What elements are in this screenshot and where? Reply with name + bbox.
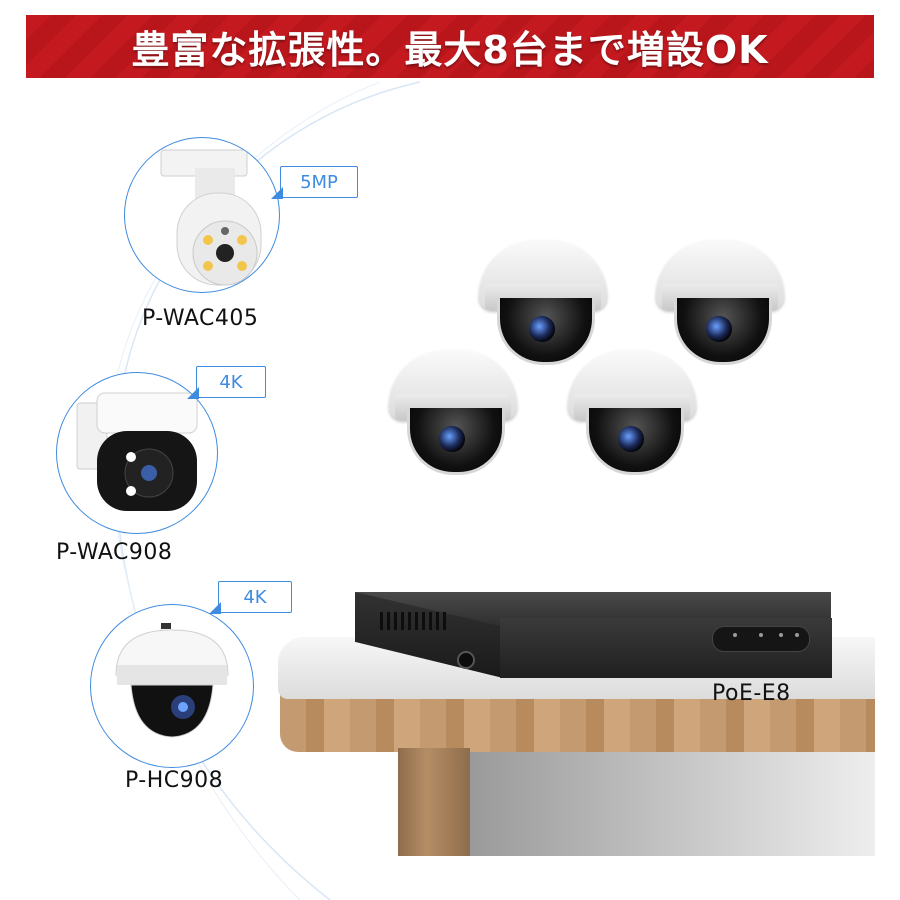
dome-camera-1 bbox=[473, 240, 613, 370]
led-icon bbox=[779, 633, 783, 637]
resolution-badge-4k-wac908: 4K bbox=[187, 366, 266, 399]
led-icon bbox=[733, 633, 737, 637]
dome-camera-4 bbox=[562, 350, 702, 480]
resolution-badge-5mp: 5MP bbox=[271, 166, 358, 199]
led-icon bbox=[759, 633, 763, 637]
table-wood-edge bbox=[280, 690, 875, 752]
model-label-wac908: P-WAC908 bbox=[56, 540, 173, 565]
model-label-hc908: P-HC908 bbox=[125, 768, 224, 793]
table-shadow bbox=[470, 752, 875, 856]
title-banner: 豊富な拡張性。最大8台まで増設OK bbox=[26, 15, 874, 78]
dome-camera-icon bbox=[115, 623, 229, 738]
banner-title: 豊富な拡張性。最大8台まで増設OK bbox=[131, 28, 769, 72]
camera-circle-wac405 bbox=[124, 137, 280, 293]
nvr-port-icon bbox=[457, 651, 475, 669]
ptz-camera-white-icon bbox=[160, 149, 262, 286]
camera-circle-hc908 bbox=[90, 604, 254, 768]
ptz-camera-black-icon bbox=[76, 392, 198, 511]
nvr-led-panel bbox=[712, 626, 810, 652]
dome-camera-3 bbox=[383, 350, 523, 480]
camera-circle-wac908 bbox=[56, 372, 218, 534]
dome-camera-2 bbox=[650, 240, 790, 370]
resolution-badge-4k-hc908: 4K bbox=[209, 581, 292, 614]
model-label-wac405: P-WAC405 bbox=[142, 306, 259, 331]
nvr-vents bbox=[380, 612, 450, 630]
led-icon bbox=[795, 633, 799, 637]
model-label-nvr: PoE-E8 bbox=[712, 681, 791, 706]
table-leg bbox=[398, 748, 470, 856]
